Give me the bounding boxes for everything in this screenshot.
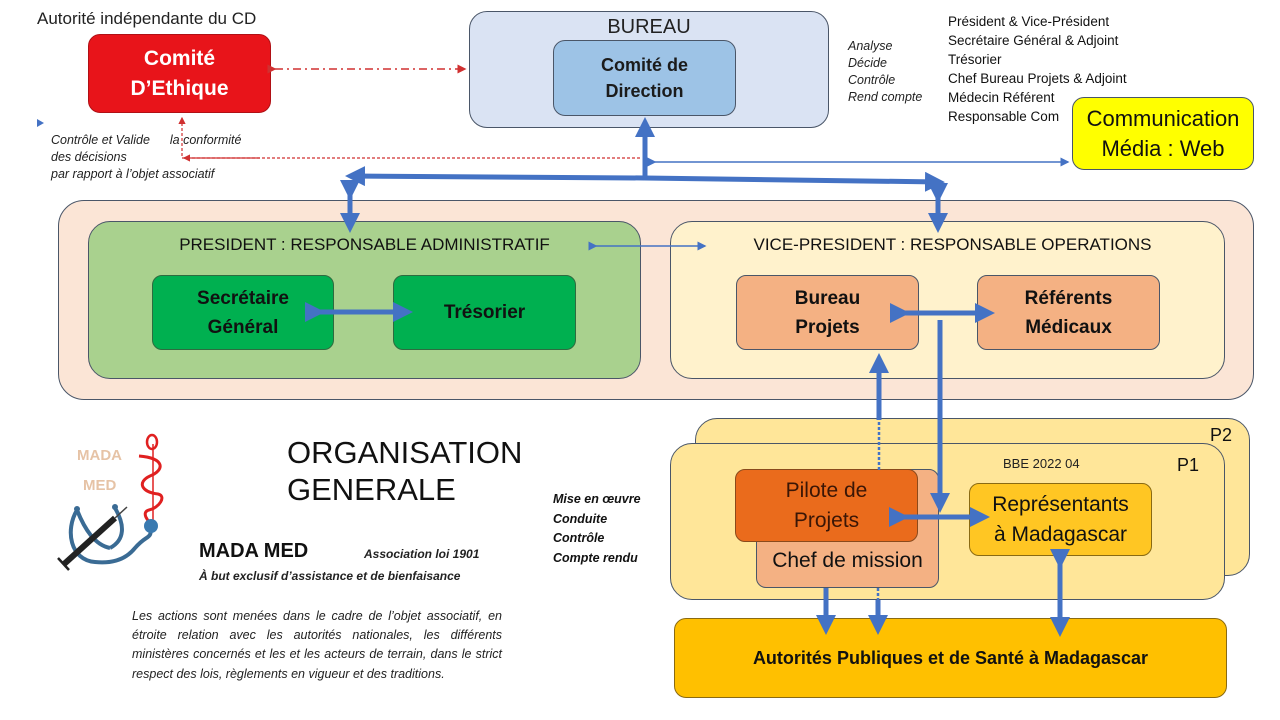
- project-pilot-box[interactable]: Pilote de Projets: [735, 469, 918, 542]
- operations-role: Mise en œuvre: [553, 492, 641, 506]
- president-label: PRESIDENT : RESPONSABLE ADMINISTRATIF: [179, 235, 550, 254]
- treasurer-box[interactable]: Trésorier: [393, 275, 576, 350]
- bureau-role: Analyse: [848, 39, 893, 53]
- representatives-box[interactable]: Représentants à Madagascar: [969, 483, 1152, 556]
- mada-med-logo: MADA MED: [55, 430, 180, 575]
- logo-text-mada: MADA: [77, 447, 122, 464]
- bureau-member: Responsable Com: [948, 109, 1060, 124]
- ethics-committee-line-1: Comité: [143, 46, 216, 70]
- authorities-label: Autorités Publiques et de Santé à Madaga…: [752, 647, 1149, 668]
- bureau-member: Secrétaire Général & Adjoint: [948, 33, 1119, 48]
- bureau-member: Médecin Référent: [948, 90, 1055, 105]
- operations-roles-list: Mise en œuvre Conduite Contrôle Compte r…: [553, 490, 641, 568]
- stethoscope-icon: [68, 504, 158, 565]
- bureau-member: Président & Vice-Président: [948, 14, 1110, 29]
- ethics-note-line-1a: Contrôle et Valide: [51, 133, 150, 147]
- steering-committee-box[interactable]: Comité de Direction: [553, 40, 736, 116]
- medical-referents-line-2: Médicaux: [1025, 316, 1112, 338]
- syringe-icon: [57, 506, 128, 571]
- bureau-member: Chef Bureau Projets & Adjoint: [948, 71, 1127, 86]
- logo-text-med: MED: [83, 477, 117, 494]
- secretary-general-line-1: Secrétaire: [197, 287, 289, 309]
- authorities-box[interactable]: Autorités Publiques et de Santé à Madaga…: [674, 618, 1227, 698]
- triangle-bullet-icon: [37, 119, 44, 127]
- projects-office-box[interactable]: Bureau Projets: [736, 275, 919, 350]
- project-pilot-line-2: Projets: [793, 508, 860, 532]
- operations-role: Conduite: [553, 511, 608, 526]
- bureau-roles-list: Analyse Décide Contrôle Rend compte: [848, 38, 922, 106]
- association-name: MADA MED: [199, 540, 309, 562]
- bureau-to-president-arrow: [345, 166, 646, 187]
- actions-description: Les actions sont menées dans le cadre de…: [132, 609, 502, 681]
- project-pilot-line-1: Pilote de: [785, 478, 868, 502]
- independent-authority-title: Autorité indépendante du CD: [37, 9, 257, 28]
- projects-office-line-1: Bureau: [794, 287, 861, 309]
- ethics-note-line-2: des décisions: [51, 150, 127, 164]
- secretary-general-box[interactable]: Secrétaire Général: [152, 275, 334, 350]
- steering-committee-line-1: Comité de: [600, 55, 688, 75]
- bureau-member: Trésorier: [948, 52, 1002, 67]
- caduceus-icon: [138, 433, 164, 530]
- bureau-members-list: Président & Vice-Président Secrétaire Gé…: [948, 12, 1127, 126]
- bureau-label: BUREAU: [607, 16, 691, 38]
- representatives-line-1: Représentants: [992, 492, 1129, 516]
- medical-referents-line-1: Référents: [1024, 287, 1113, 309]
- bureau-role: Décide: [848, 56, 887, 70]
- operations-role: Contrôle: [553, 531, 605, 545]
- association-law: Association loi 1901: [364, 547, 480, 561]
- ethics-committee-box[interactable]: Comité D’Ethique: [88, 34, 271, 113]
- project-p2-label: P2: [1210, 425, 1233, 445]
- steering-committee-line-2: Direction: [605, 81, 684, 101]
- organisation-title-line-1: ORGANISATION: [287, 435, 523, 470]
- communication-line-1: Communication: [1086, 105, 1240, 131]
- ethics-committee-line-2: D’Ethique: [130, 76, 229, 100]
- bureau-role: Contrôle: [848, 73, 896, 87]
- bureau-role: Rend compte: [848, 90, 923, 104]
- organisation-title: ORGANISATION GENERALE: [287, 434, 522, 508]
- bureau-to-vice-arrow: [644, 171, 945, 192]
- project-code: BBE 2022 04: [1003, 456, 1080, 471]
- ethics-control-note: Contrôle et Valide la conformité des déci…: [51, 132, 241, 183]
- association-purpose: À but exclusif d’assistance et de bienfa…: [199, 569, 461, 583]
- projects-office-line-2: Projets: [795, 316, 860, 338]
- treasurer-label: Trésorier: [443, 301, 526, 323]
- operations-role: Compte rendu: [553, 550, 638, 565]
- mission-chief-label: Chef de mission: [772, 549, 923, 572]
- ethics-note-line-3: par rapport à l’objet associatif: [51, 167, 215, 181]
- communication-box[interactable]: Communication Média : Web: [1072, 97, 1254, 170]
- medical-referents-box[interactable]: Référents Médicaux: [977, 275, 1160, 350]
- vice-president-label: VICE-PRESIDENT : RESPONSABLE OPERATIONS: [753, 235, 1152, 254]
- communication-line-2: Média : Web: [1101, 135, 1225, 161]
- representatives-line-2: à Madagascar: [993, 522, 1128, 546]
- project-p1-label: P1: [1177, 455, 1200, 475]
- secretary-general-line-2: Général: [207, 316, 279, 338]
- organisation-title-line-2: GENERALE: [287, 472, 456, 507]
- ethics-note-line-1b: la conformité: [169, 133, 242, 147]
